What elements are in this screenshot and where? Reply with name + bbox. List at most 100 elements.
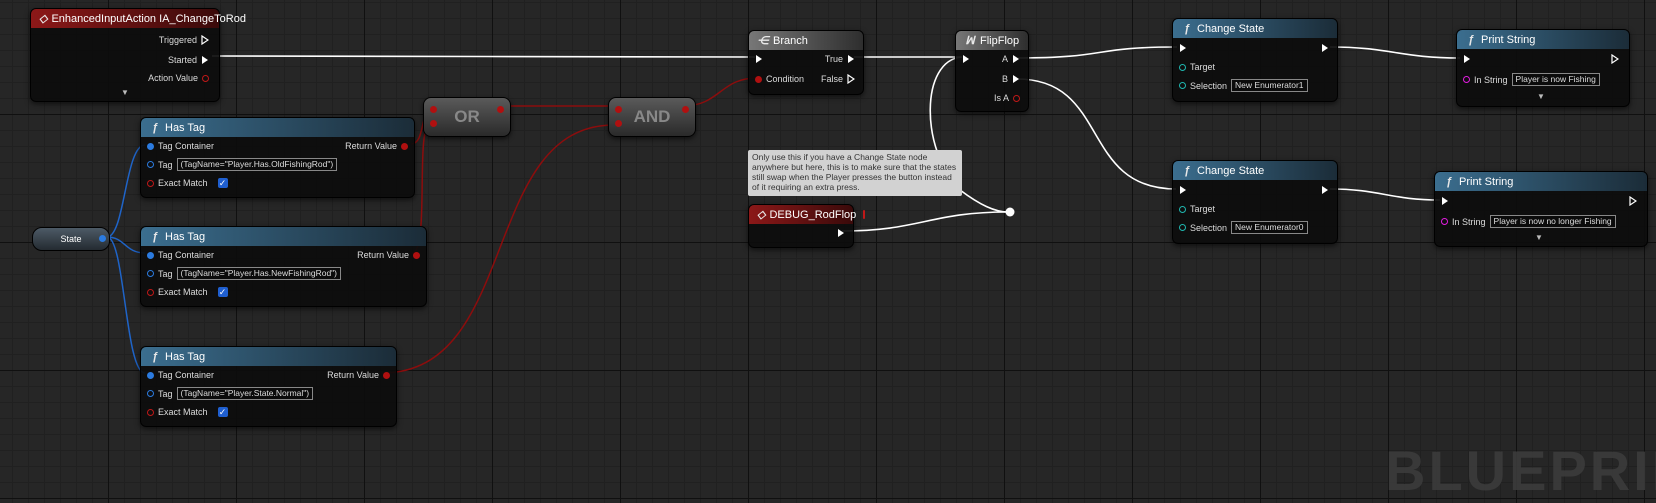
exec-out-icon[interactable]: [837, 228, 845, 238]
a-pin-row[interactable]: A: [1002, 54, 1020, 64]
bool-out-pin-icon[interactable]: [401, 142, 408, 150]
print-string-header-1[interactable]: ƒ Print String: [1457, 30, 1629, 49]
is-a-pin-row[interactable]: Is A: [994, 93, 1020, 103]
exec-in-icon[interactable]: [1179, 43, 1187, 53]
exact-match-pin-row[interactable]: Exact Match ✓: [147, 178, 228, 188]
flipflop-node[interactable]: ꟽ FlipFlop A B Is A: [955, 30, 1029, 112]
return-value-pin-row[interactable]: Return Value: [357, 250, 420, 260]
debug-event-header[interactable]: ◇ DEBUG_RodFlop: [749, 205, 866, 224]
condition-pin-row[interactable]: Condition: [755, 74, 804, 84]
bool-in-pin-icon[interactable]: [615, 120, 622, 127]
input-action-event-header[interactable]: ◇ EnhancedInputAction IA_ChangeToRod: [31, 9, 246, 28]
tag-value-field[interactable]: (TagName="Player.Has.OldFishingRod"): [176, 158, 338, 171]
bool-out-pin-icon[interactable]: [413, 251, 420, 259]
exec-out-icon[interactable]: [201, 55, 209, 65]
exact-match-checkbox[interactable]: ✓: [217, 407, 228, 417]
expand-chevron-icon[interactable]: ▼: [1537, 92, 1545, 101]
started-pin-row[interactable]: Started: [168, 55, 209, 65]
tag-value-field[interactable]: (TagName="Player.State.Normal"): [176, 387, 314, 400]
delegate-pin-icon[interactable]: [863, 210, 866, 219]
exec-in-icon[interactable]: [1463, 54, 1471, 64]
exact-match-checkbox[interactable]: ✓: [217, 287, 228, 297]
exact-match-pin-row[interactable]: Exact Match ✓: [147, 287, 228, 297]
print-string-node-2[interactable]: ƒ Print String In String Player is now n…: [1434, 171, 1648, 247]
string-in-pin-icon[interactable]: [1441, 218, 1448, 225]
print-string-node-1[interactable]: ƒ Print String In String Player is now F…: [1456, 29, 1630, 107]
selection-dropdown[interactable]: New Enumerator1: [1231, 79, 1308, 92]
exec-out-icon[interactable]: [1012, 74, 1020, 84]
return-value-pin-row[interactable]: Return Value: [327, 370, 390, 380]
bool-out-pin-icon[interactable]: [497, 106, 504, 113]
exec-in-icon[interactable]: [962, 54, 970, 64]
object-in-pin-icon[interactable]: [1179, 205, 1186, 213]
struct-in-pin-icon[interactable]: [147, 161, 154, 168]
struct-in-pin-icon[interactable]: [147, 270, 154, 277]
has-tag-node-3[interactable]: ƒ Has Tag Tag Container Return Value Tag…: [140, 346, 397, 427]
bool-in-pin-icon[interactable]: [430, 106, 437, 113]
branch-header[interactable]: ⋲ Branch: [749, 31, 863, 50]
branch-node[interactable]: ⋲ Branch True Condition False: [748, 30, 864, 95]
in-string-field[interactable]: Player is now no longer Fishing: [1489, 215, 1616, 228]
bool-out-pin-icon[interactable]: [202, 74, 209, 82]
bool-out-pin-icon[interactable]: [1013, 94, 1020, 102]
exec-out-icon[interactable]: [1012, 54, 1020, 64]
change-state-header-2[interactable]: ƒ Change State: [1173, 161, 1337, 180]
expand-chevron-icon[interactable]: ▼: [121, 88, 129, 97]
tag-pin-row[interactable]: Tag (TagName="Player.State.Normal"): [147, 387, 314, 400]
tag-container-pin-row[interactable]: Tag Container: [147, 141, 214, 151]
exec-out-icon[interactable]: [1321, 43, 1329, 53]
string-in-pin-icon[interactable]: [1463, 76, 1470, 83]
bool-in-pin-icon[interactable]: [147, 288, 154, 296]
action-value-pin-row[interactable]: Action Value: [148, 73, 209, 83]
triggered-pin-row[interactable]: Triggered: [159, 35, 209, 45]
tag-pin-row[interactable]: Tag (TagName="Player.Has.OldFishingRod"): [147, 158, 338, 171]
and-node[interactable]: AND: [608, 97, 696, 137]
exec-out-hollow-icon[interactable]: [1629, 196, 1637, 206]
return-value-pin-row[interactable]: Return Value: [345, 141, 408, 151]
debug-event-node[interactable]: ◇ DEBUG_RodFlop: [748, 204, 866, 248]
input-action-event-node[interactable]: ◇ EnhancedInputAction IA_ChangeToRod Tri…: [30, 8, 246, 102]
object-in-pin-icon[interactable]: [1179, 63, 1186, 71]
comment-bubble[interactable]: Only use this if you have a Change State…: [748, 150, 962, 196]
enum-in-pin-icon[interactable]: [1179, 82, 1186, 89]
tag-value-field[interactable]: (TagName="Player.Has.NewFishingRod"): [176, 267, 342, 280]
print-string-header-2[interactable]: ƒ Print String: [1435, 172, 1647, 191]
struct-in-pin-icon[interactable]: [147, 390, 154, 397]
has-tag-header-3[interactable]: ƒ Has Tag: [141, 347, 396, 366]
struct-in-pin-icon[interactable]: [147, 251, 154, 259]
struct-in-pin-icon[interactable]: [147, 142, 154, 150]
selection-pin-row[interactable]: Selection New Enumerator1: [1179, 79, 1308, 92]
bool-in-pin-icon[interactable]: [755, 75, 762, 83]
exec-out-hollow-icon[interactable]: [201, 35, 209, 45]
tag-container-pin-row[interactable]: Tag Container: [147, 250, 214, 260]
in-string-field[interactable]: Player is now Fishing: [1511, 73, 1600, 86]
change-state-node-2[interactable]: ƒ Change State Target Selection New Enum…: [1172, 160, 1338, 244]
b-pin-row[interactable]: B: [1002, 74, 1020, 84]
struct-out-pin-icon[interactable]: [99, 235, 106, 242]
exec-in-icon[interactable]: [755, 54, 763, 64]
target-pin-row[interactable]: Target: [1179, 204, 1215, 214]
exact-match-checkbox[interactable]: ✓: [217, 178, 228, 188]
exec-in-icon[interactable]: [1179, 185, 1187, 195]
in-string-pin-row[interactable]: In String Player is now Fishing: [1463, 73, 1600, 86]
change-state-node-1[interactable]: ƒ Change State Target Selection New Enum…: [1172, 18, 1338, 102]
in-string-pin-row[interactable]: In String Player is now no longer Fishin…: [1441, 215, 1616, 228]
bool-in-pin-icon[interactable]: [147, 408, 154, 416]
false-pin-row[interactable]: False: [821, 74, 855, 84]
state-variable-node[interactable]: State: [32, 227, 110, 251]
has-tag-node-1[interactable]: ƒ Has Tag Tag Container Return Value Tag…: [140, 117, 415, 198]
exec-in-icon[interactable]: [1441, 196, 1449, 206]
selection-dropdown[interactable]: New Enumerator0: [1231, 221, 1308, 234]
or-node[interactable]: OR: [423, 97, 511, 137]
bool-out-pin-icon[interactable]: [383, 371, 390, 379]
has-tag-header-2[interactable]: ƒ Has Tag: [141, 227, 426, 246]
flipflop-header[interactable]: ꟽ FlipFlop: [956, 31, 1028, 50]
selection-pin-row[interactable]: Selection New Enumerator0: [1179, 221, 1308, 234]
exec-out-hollow-icon[interactable]: [847, 74, 855, 84]
has-tag-node-2[interactable]: ƒ Has Tag Tag Container Return Value Tag…: [140, 226, 427, 307]
bool-out-pin-icon[interactable]: [682, 106, 689, 113]
bool-in-pin-icon[interactable]: [430, 120, 437, 127]
has-tag-header-1[interactable]: ƒ Has Tag: [141, 118, 414, 137]
exec-out-icon[interactable]: [1321, 185, 1329, 195]
struct-in-pin-icon[interactable]: [147, 371, 154, 379]
